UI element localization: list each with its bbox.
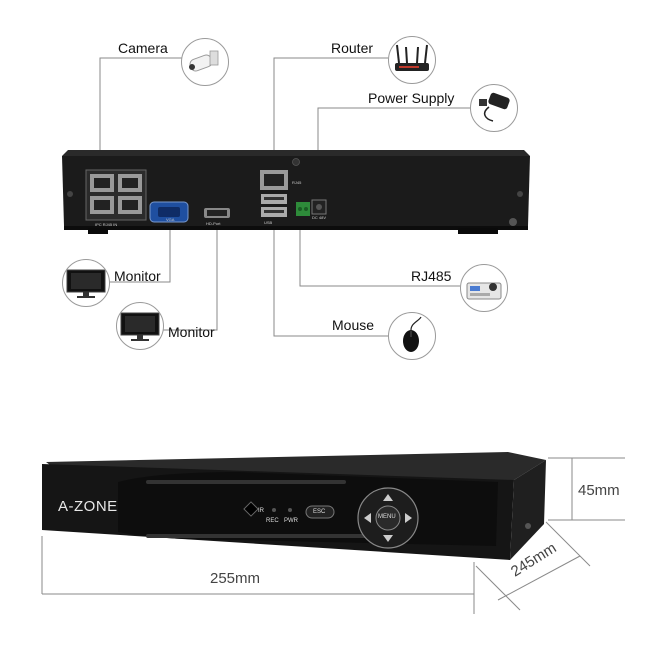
camera-icon <box>181 38 229 86</box>
label-router: Router <box>331 40 374 56</box>
brand-logo: A-ZONE <box>58 498 118 515</box>
dimension-width: 255mm <box>210 570 261 587</box>
nvr-rear-panel <box>62 150 530 234</box>
monitor-icon-2 <box>116 302 164 350</box>
dimension-lines <box>41 457 625 614</box>
rear-label-lan: IPC RJ45 IN <box>95 222 118 227</box>
direction-pad <box>357 487 419 549</box>
dimension-height: 45mm <box>578 482 620 499</box>
rear-label-hdmi: HD-Port <box>206 221 221 226</box>
label-monitor-vga: Monitor <box>114 268 161 284</box>
label-monitor-hdmi: Monitor <box>168 324 215 340</box>
rear-label-vga: VGA <box>166 217 175 222</box>
rec-led <box>272 508 276 512</box>
router-icon <box>388 36 436 84</box>
hdmi-port <box>204 208 230 218</box>
rear-label-dc: DC 48V <box>312 215 327 220</box>
power-supply-icon <box>470 84 518 132</box>
label-rj485: RJ485 <box>411 268 452 284</box>
vga-port <box>149 201 189 223</box>
usb-ports <box>261 194 287 217</box>
pwr-led <box>288 508 292 512</box>
ir-sensor <box>243 501 259 517</box>
ptz-keyboard-icon <box>460 264 508 312</box>
dc-jack <box>311 199 327 215</box>
rj45-port <box>260 170 288 190</box>
nvr-front-view <box>42 452 546 560</box>
menu-button: MENU <box>378 514 396 520</box>
rear-label-rj45: RJ45 <box>292 180 302 185</box>
pwr-label: PWR <box>284 518 298 524</box>
label-power-supply: Power Supply <box>368 90 455 106</box>
label-mouse: Mouse <box>332 317 375 333</box>
label-camera: Camera <box>118 40 168 56</box>
lan-ports <box>85 169 147 221</box>
rear-label-usb: USB <box>264 220 273 225</box>
mouse-icon <box>388 312 436 360</box>
monitor-icon <box>62 259 110 307</box>
rec-label: REC <box>266 518 279 524</box>
esc-button: ESC <box>313 509 326 515</box>
ir-label: IR <box>258 508 264 514</box>
rs485-terminal <box>296 202 310 216</box>
